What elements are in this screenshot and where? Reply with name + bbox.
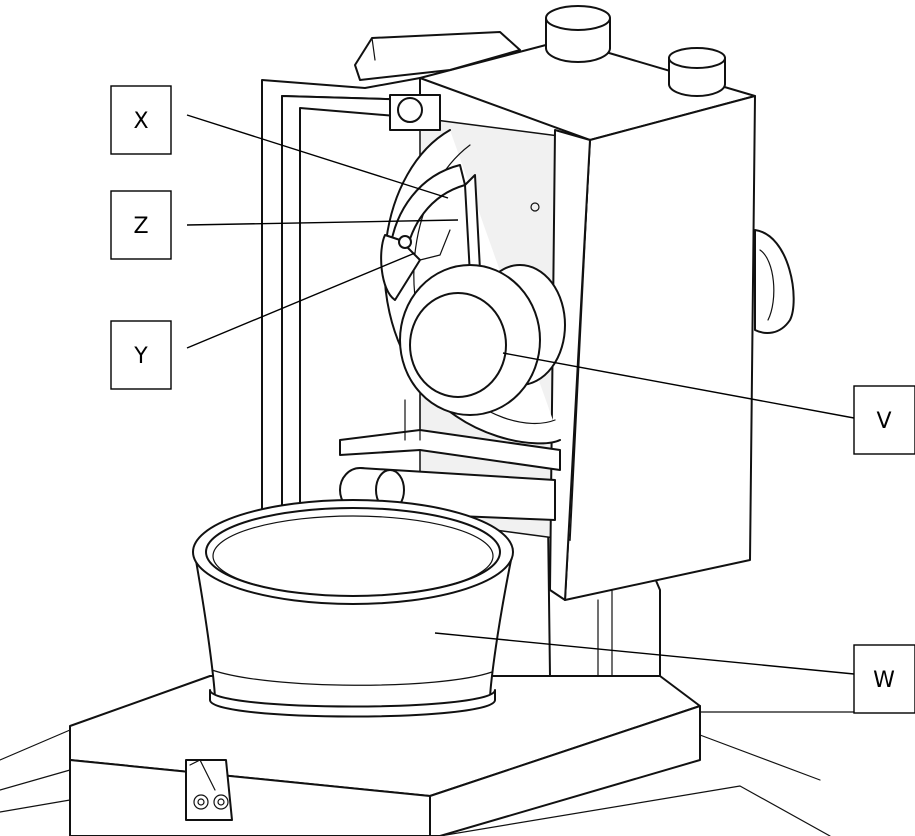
leader-z [186,219,459,226]
label-v-text: V [876,409,891,434]
label-z: Z [110,190,172,260]
leader-x [186,114,449,199]
bowl [192,499,514,718]
label-w-text: W [873,668,895,693]
label-x: X [110,85,172,155]
head-housing [419,5,795,601]
label-z-text: Z [133,214,148,239]
label-y-text: Y [133,344,148,369]
leader-y [186,252,416,349]
leader-v [502,352,855,419]
leader-w [434,632,855,675]
leader-lines [186,114,855,675]
grinding-ball [399,264,566,416]
label-v: V [853,385,915,455]
label-y: Y [110,320,172,390]
lever-arm [380,164,481,301]
label-x-text: X [133,109,148,134]
label-w: W [853,644,915,714]
top-handle [354,31,521,131]
